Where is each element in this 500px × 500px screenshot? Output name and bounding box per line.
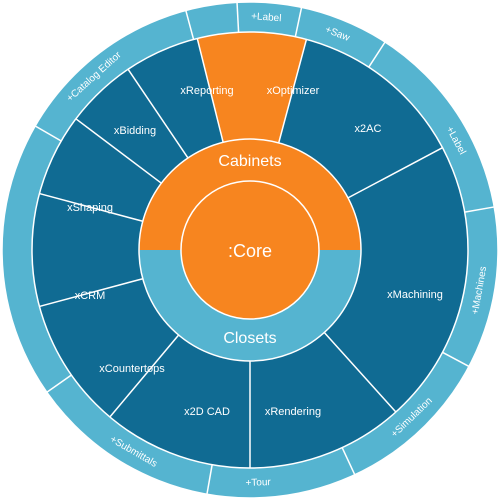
- module-xcountertops-sector[interactable]: [39, 278, 179, 417]
- module-divider: [39, 192, 143, 222]
- module-xbidding-sector[interactable]: [75, 69, 188, 184]
- core-circle[interactable]: [181, 181, 319, 319]
- module-xreporting-label: xReporting: [180, 85, 233, 97]
- inner-ring-outline: [138, 138, 362, 362]
- module-xmachining-label: xMachining: [387, 289, 443, 301]
- module-divider: [323, 331, 397, 413]
- core-label: :Core: [228, 241, 272, 261]
- core-group: :Core: [181, 181, 319, 319]
- module-divider: [39, 278, 143, 308]
- module-x2ac-sector[interactable]: [278, 39, 443, 198]
- addon-divider: [236, 2, 240, 33]
- addon-divider: [46, 374, 72, 393]
- module-xbidding-label: xBidding: [114, 125, 156, 137]
- addon-tour-5[interactable]: +Tour: [245, 477, 271, 489]
- module-xoptimizer-sector[interactable]: [197, 32, 307, 143]
- module-xshaping-sector[interactable]: [39, 118, 162, 222]
- addon-divider: [294, 7, 303, 37]
- module-xcountertops-label: xCountertops: [99, 363, 165, 375]
- module-xrendering-sector[interactable]: [250, 332, 396, 468]
- module-xmachining-sector[interactable]: [324, 147, 468, 413]
- module-xrendering-label: xRendering: [265, 406, 321, 418]
- module-xcrm-sector[interactable]: [31, 193, 143, 307]
- addon-divider: [368, 41, 386, 68]
- module-ring-outline: [31, 31, 469, 469]
- module-x2d-cad-sector[interactable]: [109, 335, 250, 468]
- module-x2ac-label: x2AC: [355, 123, 382, 135]
- module-divider: [196, 38, 224, 143]
- addon-divider: [442, 351, 470, 368]
- module-ring: xOptimizerx2ACxMachiningxRenderingx2D CA…: [31, 32, 468, 468]
- module-divider: [75, 118, 162, 184]
- module-x2d-cad-label: x2D CAD: [184, 406, 230, 418]
- addon-divider: [206, 464, 213, 495]
- inner-cabinets-label: Cabinets: [218, 153, 281, 170]
- addon-label-0[interactable]: +Label: [251, 11, 282, 24]
- inner-cabinets-segment[interactable]: [139, 139, 361, 250]
- module-xreporting-sector[interactable]: [128, 38, 224, 158]
- addon-divider: [464, 206, 495, 213]
- inner-closets-segment[interactable]: [139, 250, 361, 361]
- module-divider: [347, 146, 443, 199]
- module-xcrm-label: xCRM: [75, 290, 106, 302]
- module-divider: [127, 68, 189, 159]
- module-divider: [109, 334, 180, 418]
- inner-closets-label: Closets: [223, 330, 276, 347]
- addon-divider: [341, 447, 356, 476]
- module-divider: [278, 39, 308, 143]
- addon-divider: [34, 125, 62, 142]
- addon-divider: [185, 10, 195, 40]
- core-outline: [180, 180, 320, 320]
